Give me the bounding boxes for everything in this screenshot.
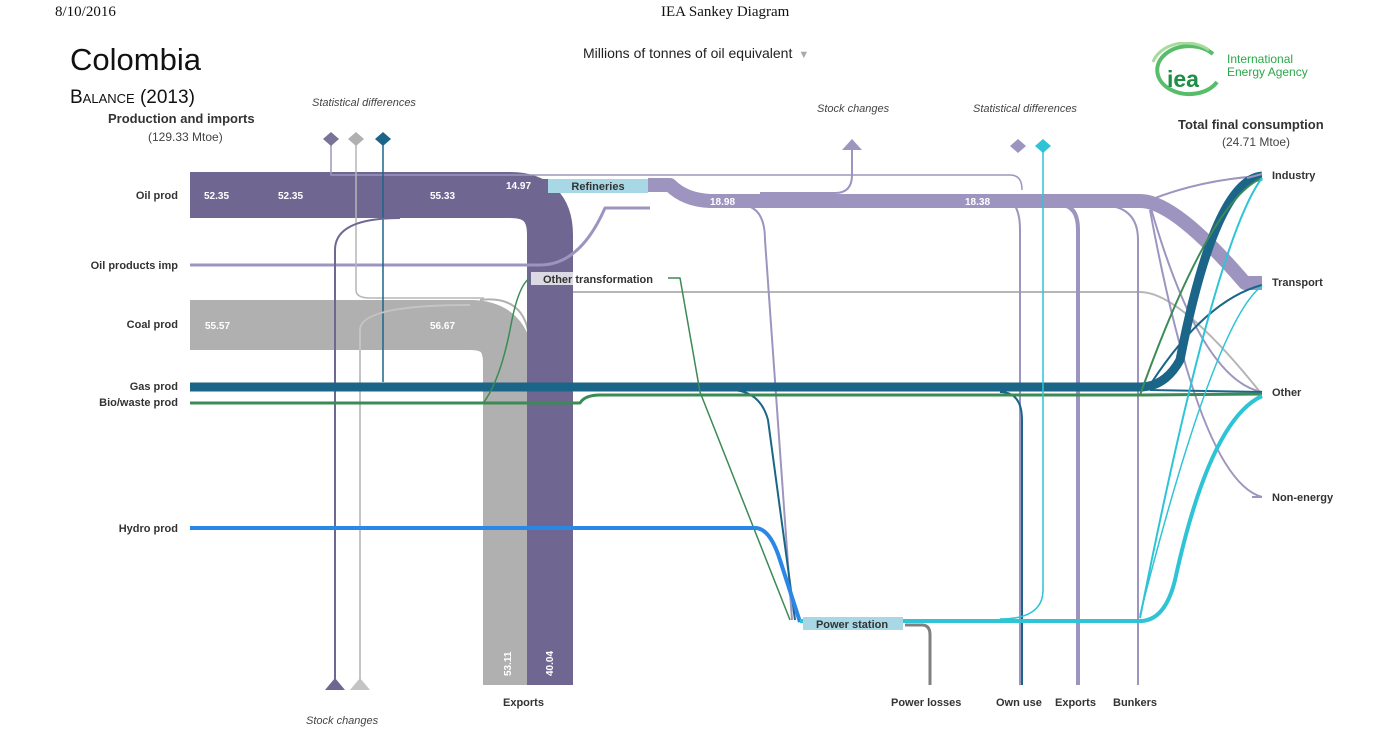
- flow-bio-to-industry[interactable]: [1139, 177, 1263, 396]
- flow-stock-change-coal[interactable]: [359, 304, 471, 680]
- node-power-station-label: Power station: [816, 619, 888, 631]
- flow-stat-diff-oil[interactable]: [330, 145, 1023, 191]
- node-refineries-label: Refineries: [571, 181, 624, 193]
- stock-changes-bottom-label: Stock changes: [306, 715, 379, 727]
- node-power-station[interactable]: [803, 617, 903, 630]
- power-losses-label: Power losses: [891, 697, 962, 709]
- marker-stat-diff-refined[interactable]: [1010, 139, 1026, 153]
- right-column-total: (24.71 Mtoe): [1222, 135, 1291, 149]
- marker-stat-diff-oil[interactable]: [323, 132, 339, 146]
- marker-stock-change-coal[interactable]: [350, 678, 370, 690]
- value-coal-1: 55.57: [205, 321, 230, 332]
- marker-stock-change-oil[interactable]: [325, 678, 345, 690]
- flow-stat-diff-coal[interactable]: [355, 145, 484, 299]
- marker-stat-diff-gas[interactable]: [375, 132, 391, 146]
- flow-coal-to-other-transformation[interactable]: [479, 298, 529, 331]
- flow-stock-change-oil[interactable]: [334, 217, 401, 680]
- left-column-total: (129.33 Mtoe): [148, 130, 223, 144]
- stat-diff-right-label: Statistical differences: [973, 103, 1077, 115]
- source-label-gas-prod: Gas prod: [129, 381, 178, 393]
- flow-refined-to-stock[interactable]: [760, 150, 853, 194]
- logo-line-1: International: [1227, 52, 1294, 66]
- node-other-transformation[interactable]: [531, 272, 668, 285]
- value-coal-export: 53.11: [503, 651, 514, 676]
- source-label-bio-waste-prod: Bio/waste prod: [99, 397, 178, 409]
- flow-refined-to-power[interactable]: [739, 204, 793, 621]
- flow-refined-products[interactable]: [648, 178, 1262, 290]
- country-title: Colombia: [70, 42, 201, 77]
- flow-oil-products-imp[interactable]: [190, 206, 650, 267]
- page-header-title: IEA Sankey Diagram: [661, 4, 790, 20]
- value-oil-1: 52.35: [204, 191, 229, 202]
- exports-right-label: Exports: [1055, 697, 1096, 709]
- flow-gas-to-own-use[interactable]: [999, 391, 1023, 685]
- flow-gas-to-power[interactable]: [729, 389, 796, 621]
- value-oil-3: 55.33: [430, 191, 455, 202]
- source-label-coal-prod: Coal prod: [126, 319, 178, 331]
- stat-diff-left-label: Statistical differences: [312, 97, 416, 109]
- sink-label-industry: Industry: [1272, 170, 1316, 182]
- stock-changes-top-label: Stock changes: [817, 103, 890, 115]
- flow-other-transformation-to-power[interactable]: [668, 277, 791, 621]
- flow-oil-prod[interactable]: [190, 172, 573, 685]
- flow-refined-to-bunkers[interactable]: [1099, 204, 1139, 685]
- flow-refined-to-own-use[interactable]: [999, 197, 1021, 685]
- iea-logo: iea: [1143, 41, 1223, 98]
- flow-coal-to-other[interactable]: [530, 291, 1261, 393]
- flow-gas-to-transport[interactable]: [1149, 284, 1263, 386]
- source-label-oil-products-imp: Oil products imp: [90, 260, 178, 272]
- sink-label-transport: Transport: [1272, 277, 1323, 289]
- own-use-label: Own use: [996, 697, 1042, 709]
- flow-refined-to-exports[interactable]: [1059, 203, 1080, 685]
- logo-mark: iea: [1167, 66, 1199, 92]
- value-oil-2: 52.35: [278, 191, 303, 202]
- flow-electricity[interactable]: [800, 394, 1263, 623]
- sink-label-non-energy: Non-energy: [1272, 492, 1334, 504]
- value-refined-2: 18.38: [965, 197, 990, 208]
- print-date: 8/10/2016: [55, 4, 116, 20]
- flow-bio-to-other-transformation[interactable]: [483, 277, 531, 403]
- logo-text: International Energy Agency: [1227, 53, 1308, 79]
- flow-electricity-to-industry[interactable]: [1139, 177, 1263, 619]
- marker-stock-change-top[interactable]: [842, 139, 862, 150]
- unit-dropdown[interactable]: Millions of tonnes of oil equivalent ▼: [583, 45, 809, 61]
- right-column-title: Total final consumption: [1178, 117, 1324, 132]
- flow-electricity-to-transport[interactable]: [1139, 285, 1263, 616]
- flow-gas-prod[interactable]: [190, 171, 1263, 392]
- sink-label-other: Other: [1272, 387, 1302, 399]
- bunkers-label: Bunkers: [1113, 697, 1158, 709]
- marker-stat-diff-electricity[interactable]: [1035, 139, 1051, 153]
- flow-electricity-to-stat-diff[interactable]: [999, 145, 1044, 620]
- node-refineries[interactable]: [548, 179, 648, 193]
- source-label-hydro-prod: Hydro prod: [118, 523, 178, 535]
- value-coal-2: 56.67: [430, 321, 455, 332]
- value-oil-refinery: 14.97: [506, 181, 531, 192]
- exports-left-label: Exports: [503, 697, 544, 709]
- flow-power-losses[interactable]: [905, 623, 932, 685]
- flow-hydro-prod[interactable]: [190, 526, 802, 623]
- flow-coal-prod[interactable]: [190, 300, 533, 685]
- sink-terminal-industry: [1246, 173, 1263, 179]
- node-other-transformation-label: Other transformation: [543, 274, 653, 286]
- unit-dropdown-label: Millions of tonnes of oil equivalent: [583, 45, 793, 61]
- left-column-title: Production and imports: [108, 111, 255, 126]
- chevron-down-icon: ▼: [798, 49, 810, 61]
- flow-bio-waste-prod[interactable]: [190, 392, 1263, 405]
- logo-line-2: Energy Agency: [1227, 65, 1308, 79]
- value-refined-1: 18.98: [710, 197, 735, 208]
- flow-refined-to-non-energy[interactable]: [1149, 209, 1263, 498]
- value-oil-export: 40.04: [545, 651, 556, 676]
- source-label-oil-prod: Oil prod: [135, 190, 178, 202]
- balance-subtitle: Balance (2013): [70, 87, 195, 108]
- marker-stat-diff-coal[interactable]: [348, 132, 364, 146]
